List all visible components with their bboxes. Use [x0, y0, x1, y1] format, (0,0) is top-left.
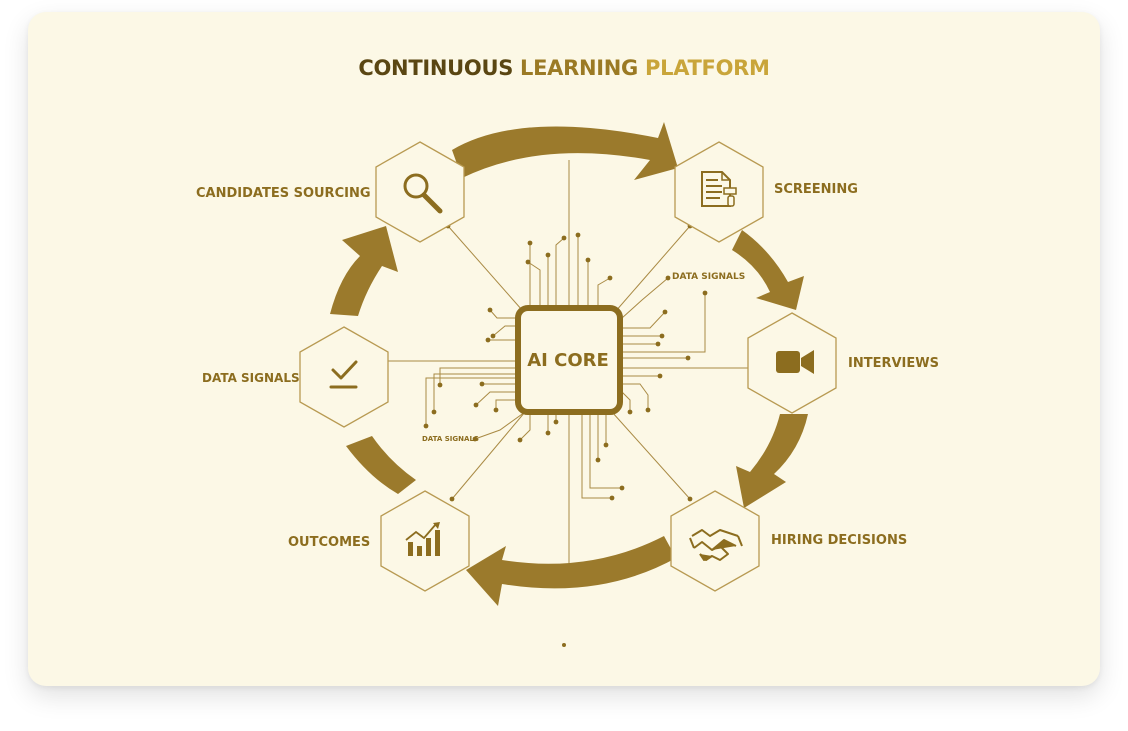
page-title: CONTINUOUS LEARNING PLATFORM [0, 56, 1128, 80]
hex-candidates-sourcing [375, 141, 465, 243]
arrow-outcomes-to-signals [346, 436, 416, 494]
title-word-learning: LEARNING [520, 56, 638, 80]
label-data-signals: DATA SIGNALS [202, 371, 300, 385]
cycle-arrows [330, 122, 808, 606]
arrow-signals-to-sourcing [330, 226, 398, 316]
radial-lines [385, 160, 752, 575]
title-word-platform: PLATFORM [645, 56, 770, 80]
label-interviews: INTERVIEWS [848, 356, 939, 371]
checkmark-icon [329, 360, 358, 389]
arrow-screening-to-interviews [732, 230, 804, 310]
circuit-nodes [423, 223, 708, 647]
handshake-icon [689, 529, 743, 561]
hex-outcomes [380, 490, 470, 592]
document-icon [701, 171, 737, 207]
bar-chart-icon [405, 522, 440, 556]
arrow-sourcing-to-screening [452, 122, 678, 180]
hexagon-nodes [299, 141, 837, 592]
ai-core-label: AI CORE [527, 349, 609, 371]
magnifier-icon [403, 173, 443, 214]
circuit-traces [425, 235, 706, 499]
arrow-interviews-to-hiring [736, 414, 808, 508]
signal-label-lower: DATA SIGNALS [422, 435, 479, 443]
label-screening: SCREENING [774, 182, 858, 197]
hex-data-signals [299, 326, 389, 428]
label-candidates-sourcing: CANDIDATES SOURCING [196, 186, 371, 201]
label-outcomes: OUTCOMES [288, 535, 371, 550]
signal-label-upper: DATA SIGNALS [672, 272, 746, 282]
title-word-continuous: CONTINUOUS [358, 56, 514, 80]
hex-hiring-decisions [670, 490, 760, 592]
ai-core-chip [515, 305, 623, 415]
arrow-hiring-to-outcomes [466, 536, 676, 606]
label-hiring-decisions: HIRING DECISIONS [771, 533, 908, 548]
video-camera-icon [776, 350, 814, 374]
